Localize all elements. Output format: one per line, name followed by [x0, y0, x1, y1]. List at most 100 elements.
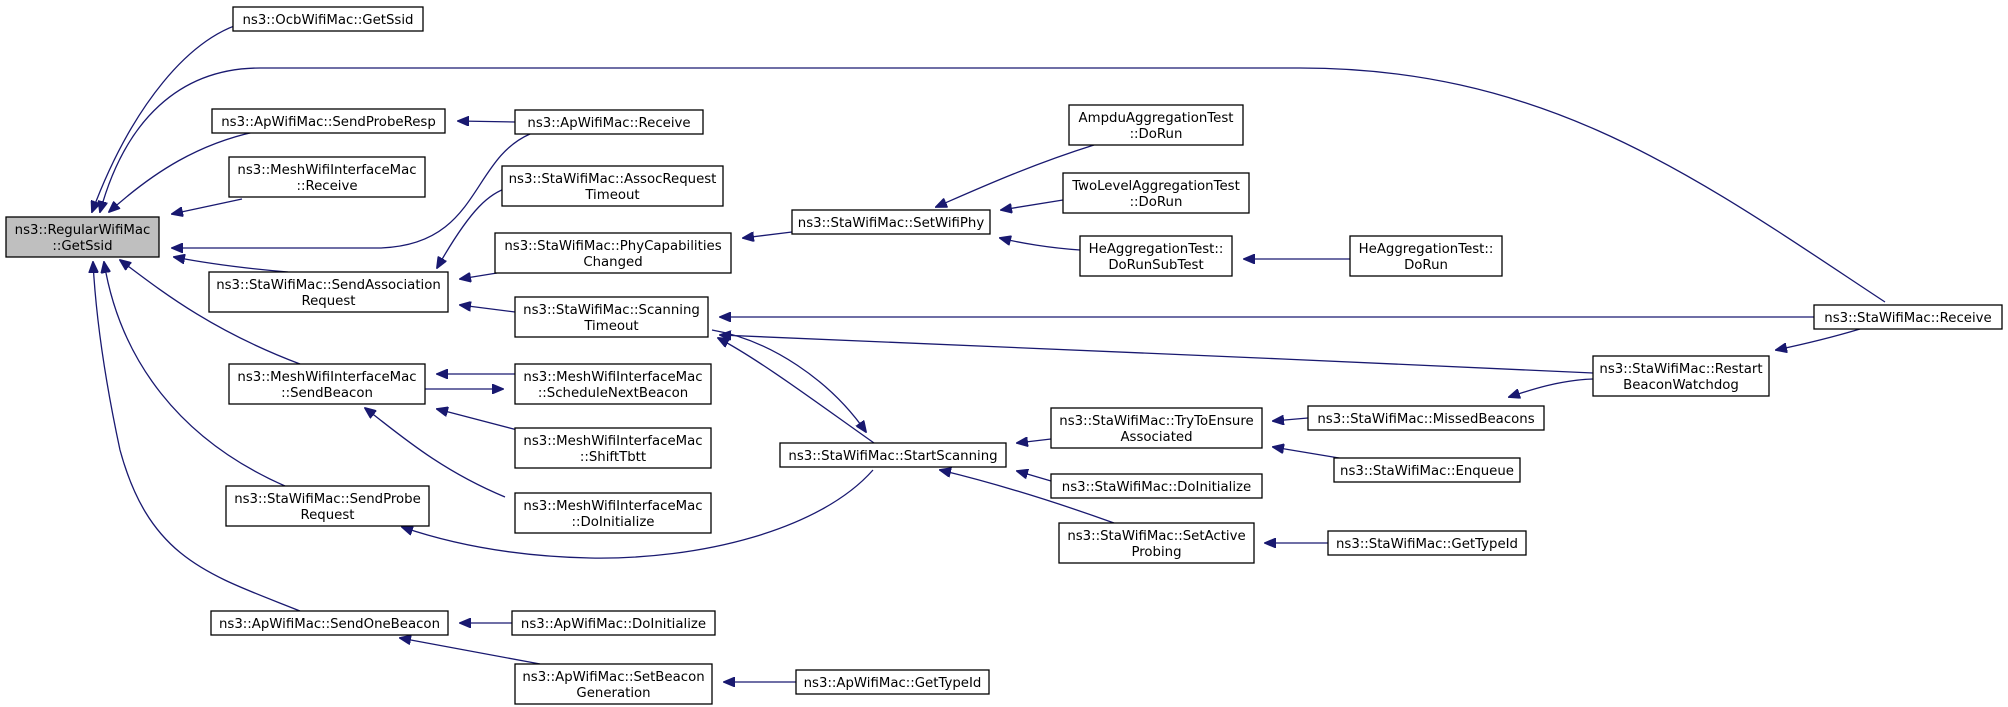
- node-mesh-doinitialize[interactable]: ns3::MeshWifiInterfaceMac::DoInitialize: [514, 492, 712, 534]
- node-layer: ns3::RegularWifiMac::GetSsid ns3::OcbWifi…: [5, 6, 2003, 705]
- node-sta-startscanning[interactable]: ns3::StaWifiMac::StartScanning: [779, 442, 1007, 468]
- node-box: [1058, 522, 1255, 564]
- node-sta-missedbeacons[interactable]: ns3::StaWifiMac::MissedBeacons: [1307, 405, 1545, 431]
- node-box: [1333, 457, 1521, 483]
- node-label-line: ns3::StaWifiMac::SendAssociation: [216, 278, 441, 293]
- node-box: [228, 156, 426, 198]
- node-label-line: Probing: [1131, 545, 1181, 560]
- node-box: [791, 209, 991, 235]
- node-label-line: Timeout: [584, 188, 639, 203]
- node-box: [210, 610, 449, 636]
- node-box: [514, 427, 712, 469]
- node-label-line: ns3::StaWifiMac::DoInitialize: [1062, 480, 1251, 495]
- node-ap-sendproberesp[interactable]: ns3::ApWifiMac::SendProbeResp: [211, 108, 446, 134]
- node-box: [1813, 304, 2003, 330]
- node-mesh-receive[interactable]: ns3::MeshWifiInterfaceMac::Receive: [228, 156, 426, 198]
- node-ap-receive[interactable]: ns3::ApWifiMac::Receive: [514, 109, 704, 135]
- edge-root-to-mesh_sendbeacon: [120, 260, 301, 365]
- node-label-line: ns3::ApWifiMac::DoInitialize: [521, 617, 706, 632]
- node-label-line: ns3::MeshWifiInterfaceMac: [523, 499, 702, 514]
- node-box: [511, 610, 716, 636]
- edge-path: [1017, 471, 1052, 482]
- edge-sta_setwifiphy-to-he_dorunsubtest: [1000, 238, 1081, 251]
- node-sta-setwifiphy[interactable]: ns3::StaWifiMac::SetWifiPhy: [791, 209, 991, 235]
- node-label-line: HeAggregationTest::: [1089, 242, 1224, 257]
- node-sta-doinitialize[interactable]: ns3::StaWifiMac::DoInitialize: [1050, 473, 1263, 499]
- node-label-line: ::DoRun: [1130, 195, 1183, 210]
- node-he-dorun[interactable]: HeAggregationTest::DoRun: [1349, 235, 1503, 277]
- edge-path: [100, 67, 1886, 303]
- edge-sta_missedbeacons-to-sta_restartbeaconwatchdog: [1509, 378, 1594, 397]
- node-mesh-sendbeacon[interactable]: ns3::MeshWifiInterfaceMac::SendBeacon: [228, 363, 426, 405]
- node-label-line: ::ShiftTbtt: [580, 450, 646, 465]
- edge-ap_sendonebeacon-to-ap_setbeacongeneration: [400, 638, 541, 665]
- node-label-line: AmpduAggregationTest: [1079, 111, 1234, 126]
- node-sta-receive[interactable]: ns3::StaWifiMac::Receive: [1813, 304, 2003, 330]
- node-ap-sendonebeacon[interactable]: ns3::ApWifiMac::SendOneBeacon: [210, 610, 449, 636]
- edge-root-to-ap_sendproberesp: [109, 128, 271, 212]
- edge-path: [1017, 439, 1052, 443]
- edge-sta_trytoensureassociated-to-sta_missedbeacons: [1273, 418, 1309, 421]
- edge-root-to-sta_sendassocreq: [174, 257, 289, 273]
- node-label-line: ns3::ApWifiMac::Receive: [527, 116, 690, 131]
- edge-mesh_sendbeacon-to-mesh_shifttbtt: [437, 409, 526, 433]
- node-box: [514, 363, 712, 405]
- node-mesh-shifttbtt[interactable]: ns3::MeshWifiInterfaceMac::ShiftTbtt: [514, 427, 712, 469]
- edge-path: [1776, 328, 1861, 350]
- edge-path: [936, 144, 1095, 207]
- node-ap-doinitialize[interactable]: ns3::ApWifiMac::DoInitialize: [511, 610, 716, 636]
- node-label-line: Timeout: [583, 319, 638, 334]
- node-label-line: ns3::MeshWifiInterfaceMac: [523, 434, 702, 449]
- node-label-line: Generation: [576, 686, 650, 701]
- node-label-line: ns3::StaWifiMac::MissedBeacons: [1317, 412, 1534, 427]
- node-label-line: Associated: [1120, 430, 1192, 445]
- node-label-line: ns3::MeshWifiInterfaceMac: [237, 370, 416, 385]
- node-ocb-getssid[interactable]: ns3::OcbWifiMac::GetSsid: [232, 6, 424, 32]
- node-label-line: Request: [301, 294, 355, 309]
- node-ap-gettypeid[interactable]: ns3::ApWifiMac::GetTypeId: [795, 669, 990, 695]
- node-box: [228, 363, 426, 405]
- node-box: [795, 669, 990, 695]
- node-label-line: HeAggregationTest::: [1359, 242, 1494, 257]
- edge-path: [711, 329, 866, 432]
- node-box: [1050, 407, 1263, 449]
- node-root[interactable]: ns3::RegularWifiMac::GetSsid: [5, 216, 160, 258]
- edge-path: [460, 305, 516, 313]
- edge-path: [365, 408, 506, 498]
- edge-path: [437, 409, 526, 433]
- node-label-line: ns3::RegularWifiMac: [15, 223, 151, 238]
- node-box: [501, 165, 724, 207]
- edge-layer: [92, 20, 1886, 682]
- edge-path: [174, 257, 289, 273]
- node-box: [1307, 405, 1545, 431]
- node-ampdu-dorun[interactable]: AmpduAggregationTest::DoRun: [1068, 104, 1244, 146]
- edge-sta_trytoensureassociated-to-sta_enqueue: [1273, 447, 1346, 460]
- node-label-line: ns3::StaWifiMac::Receive: [1824, 311, 1991, 326]
- edge-sta_scanningtimeout-to-sta_startscanning: [718, 338, 875, 444]
- node-he-dorunsubtest[interactable]: HeAggregationTest::DoRunSubTest: [1079, 235, 1233, 277]
- node-box: [514, 109, 704, 135]
- node-sta-enqueue[interactable]: ns3::StaWifiMac::Enqueue: [1333, 457, 1521, 483]
- edge-path: [93, 262, 301, 612]
- node-label-line: ns3::StaWifiMac::Scanning: [523, 303, 700, 318]
- edge-path: [458, 121, 516, 122]
- node-box: [1079, 235, 1233, 277]
- node-mesh-schedulenextbeacon[interactable]: ns3::MeshWifiInterfaceMac::ScheduleNextB…: [514, 363, 712, 405]
- node-box: [1327, 530, 1527, 556]
- node-sta-gettypeid[interactable]: ns3::StaWifiMac::GetTypeId: [1327, 530, 1527, 556]
- node-label-line: ::GetSsid: [52, 239, 112, 254]
- node-label-line: ns3::StaWifiMac::AssocRequest: [509, 172, 717, 187]
- edge-path: [1509, 378, 1594, 397]
- edge-path: [109, 128, 271, 212]
- node-twolevel-dorun[interactable]: TwoLevelAggregationTest::DoRun: [1062, 172, 1250, 214]
